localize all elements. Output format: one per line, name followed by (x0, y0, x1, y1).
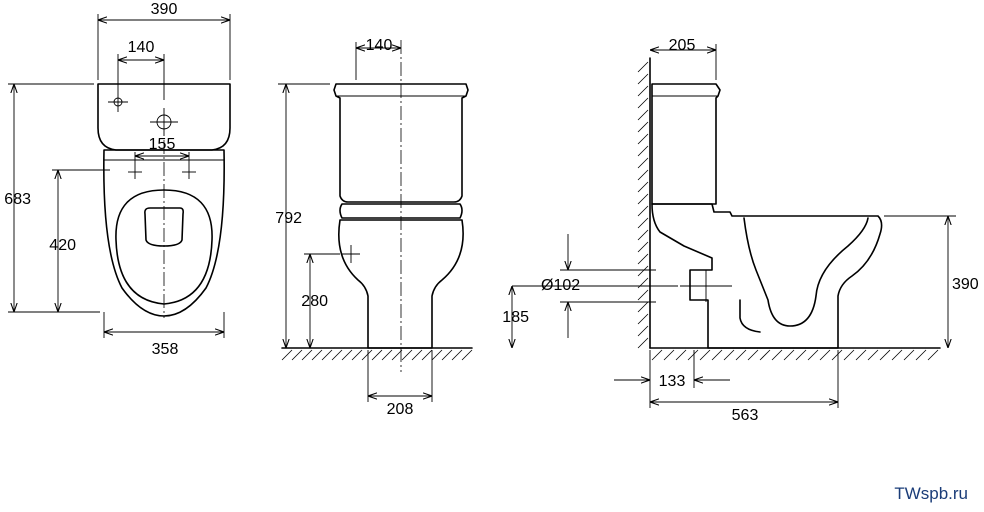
side-view-tank (651, 83, 721, 205)
dim-top-bowl-width: 358 (152, 341, 179, 358)
dim-side-outlet-height: 185 (502, 309, 529, 326)
front-floor-hatch (281, 349, 473, 361)
tank-hole-right (150, 108, 178, 136)
top-view: 390 140 155 683 420 358 (4, 1, 231, 358)
front-view: 140 792 280 208 (275, 37, 473, 418)
seat-holes (128, 165, 196, 179)
dim-top-length: 683 (4, 191, 31, 208)
dim-front-inlet: 280 (301, 293, 328, 310)
front-view-tank (333, 83, 469, 203)
dim-top-width: 390 (151, 1, 178, 18)
wall-hatch (637, 61, 649, 349)
dim-side-wall-fixing: 133 (659, 373, 686, 390)
dim-side-depth: 563 (732, 407, 759, 424)
dim-front-base: 208 (387, 401, 414, 418)
side-view-trapway (743, 217, 869, 327)
dim-side-tank-depth: 205 (669, 37, 696, 54)
dim-front-tank-holes: 140 (366, 37, 393, 54)
side-view: 205 Ø102 185 390 133 563 (502, 37, 979, 424)
watermark: TWspb.ru (894, 484, 968, 503)
dim-top-seat-holes: 155 (149, 136, 176, 153)
dim-front-height: 792 (275, 210, 302, 227)
tank-hole-left (108, 92, 128, 112)
dim-top-tank-holes: 140 (128, 39, 155, 56)
dim-top-bowl-length: 420 (49, 237, 76, 254)
dim-side-rim-height: 390 (952, 276, 979, 293)
dim-side-outlet-diameter: Ø102 (541, 277, 580, 294)
side-view-bowl (651, 203, 883, 349)
side-floor-hatch (651, 349, 939, 361)
